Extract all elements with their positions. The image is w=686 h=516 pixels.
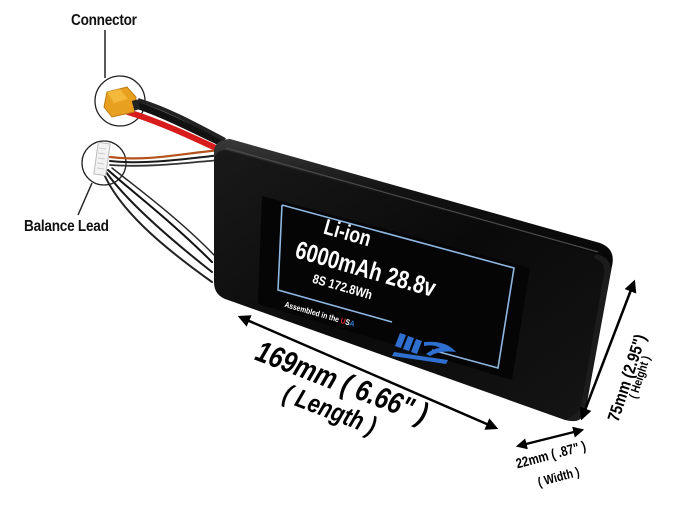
length-arrow <box>237 315 499 430</box>
main-power-wires <box>125 98 226 153</box>
width-arrow <box>515 426 585 450</box>
height-arrow <box>579 279 637 421</box>
xt-connector-icon <box>103 86 141 118</box>
balance-plug-icon <box>93 141 111 177</box>
connector-label: Connector <box>71 12 137 29</box>
balance-lead-label: Balance Lead <box>24 218 109 235</box>
balance-lead-wires <box>103 148 224 283</box>
